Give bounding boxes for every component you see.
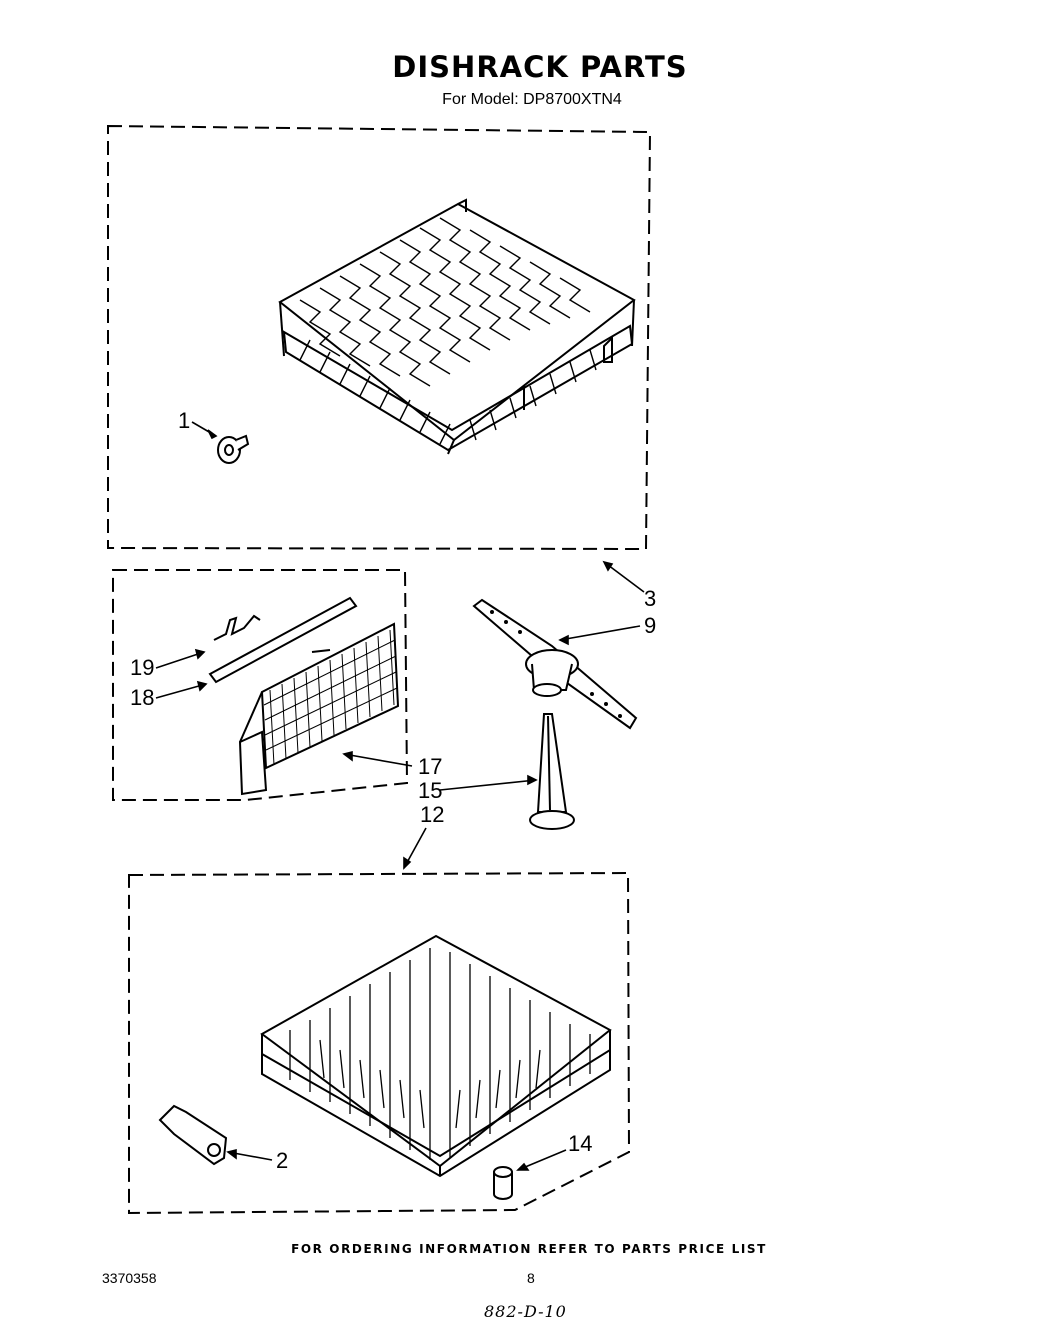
silverware-basket-drawing [238,622,400,796]
callout-part-15: 15 [418,778,443,803]
ordering-note: FOR ORDERING INFORMATION REFER TO PARTS … [291,1242,767,1256]
spray-tower-drawing [529,713,575,830]
upper-rack-roller-drawing [217,434,250,464]
basket-handle-drawing [208,596,358,684]
document-number: 3370358 [102,1270,157,1286]
page-number: 8 [527,1270,535,1286]
lower-dishrack-drawing [260,934,612,1178]
spray-arm-drawing [472,598,638,730]
basket-grid [263,629,398,766]
callout-part-3: 3 [644,586,657,611]
upper-dishrack-drawing [278,198,636,455]
callout-part-18: 18 [130,685,155,710]
basket-clip-drawing [213,614,261,641]
lower-rack-group-box [128,871,631,1215]
callout-part-9: 9 [644,613,657,638]
callout-part-14: 14 [568,1131,593,1156]
callout-part-1: 1 [178,408,191,433]
basket-group-box [112,569,409,801]
callout-part-19: 19 [130,655,155,680]
upper-rack-group-box [107,124,652,551]
callout-part-2: 2 [276,1148,289,1173]
handwritten-reference: 882-D-10 [484,1302,567,1321]
model-subtitle: For Model: DP8700XTN4 [442,91,622,108]
lower-rack-tines [289,948,591,1160]
leader-lines [155,421,645,1171]
spray-arm-holes [490,610,622,718]
lower-rack-roller-drawing [493,1166,513,1200]
callout-part-17: 17 [418,754,443,779]
upper-rack-tines [299,217,597,445]
page-title: DISHRACK PARTS [392,50,688,84]
callout-part-12: 12 [420,802,445,827]
lower-rack-bracket-drawing [158,1104,228,1166]
